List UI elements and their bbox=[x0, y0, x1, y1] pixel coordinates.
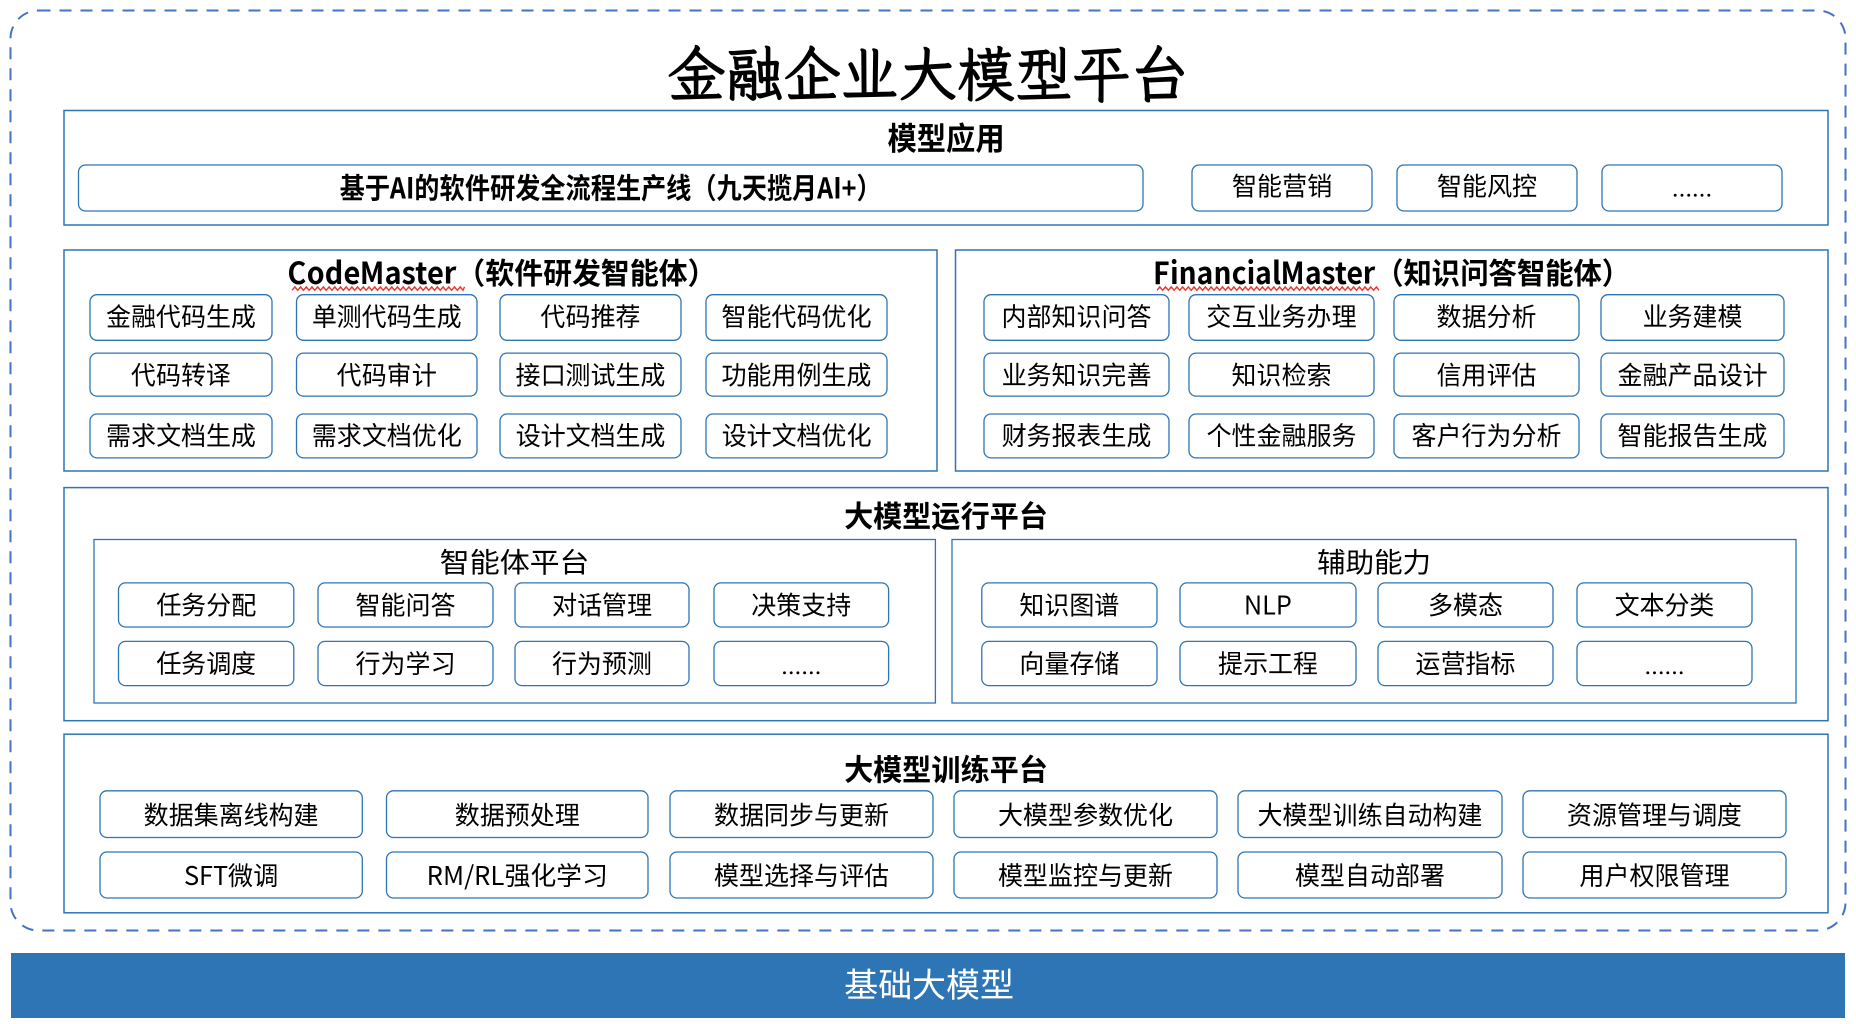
svg-text:金融产品设计: 金融产品设计 bbox=[1618, 356, 1768, 393]
svg-text:数据同步与更新: 数据同步与更新 bbox=[714, 795, 889, 832]
svg-text:文本分类: 文本分类 bbox=[1615, 586, 1715, 623]
svg-text:大模型训练平台: 大模型训练平台 bbox=[844, 746, 1048, 790]
svg-text:行为预测: 行为预测 bbox=[552, 644, 652, 681]
svg-text:金融代码生成: 金融代码生成 bbox=[106, 297, 256, 334]
svg-text:财务报表生成: 财务报表生成 bbox=[1002, 416, 1152, 453]
svg-text:SFT微调: SFT微调 bbox=[184, 856, 278, 893]
svg-text:智能代码优化: 智能代码优化 bbox=[722, 297, 872, 334]
svg-text:大模型运行平台: 大模型运行平台 bbox=[844, 492, 1048, 536]
svg-text:交互业务办理: 交互业务办理 bbox=[1207, 297, 1357, 334]
svg-text:智能风控: 智能风控 bbox=[1437, 166, 1537, 203]
svg-text:运营指标: 运营指标 bbox=[1416, 644, 1516, 681]
svg-text:信用评估: 信用评估 bbox=[1437, 356, 1537, 393]
svg-text:用户权限管理: 用户权限管理 bbox=[1580, 856, 1730, 893]
svg-text:大模型训练自动构建: 大模型训练自动构建 bbox=[1258, 795, 1483, 832]
svg-text:智能问答: 智能问答 bbox=[356, 586, 456, 623]
svg-text:模型监控与更新: 模型监控与更新 bbox=[998, 856, 1173, 893]
svg-text:NLP: NLP bbox=[1244, 586, 1292, 623]
svg-text:接口测试生成: 接口测试生成 bbox=[516, 356, 666, 393]
svg-text:基础大模型: 基础大模型 bbox=[844, 958, 1014, 1007]
svg-text:代码推荐: 代码推荐 bbox=[541, 297, 641, 334]
svg-text:代码审计: 代码审计 bbox=[337, 356, 437, 393]
svg-text:数据预处理: 数据预处理 bbox=[455, 795, 580, 832]
svg-text:知识图谱: 知识图谱 bbox=[1019, 586, 1119, 623]
svg-text:模型选择与评估: 模型选择与评估 bbox=[714, 856, 889, 893]
svg-text:大模型参数优化: 大模型参数优化 bbox=[998, 795, 1173, 832]
svg-text:客户行为分析: 客户行为分析 bbox=[1412, 416, 1562, 453]
svg-text:资源管理与调度: 资源管理与调度 bbox=[1567, 795, 1742, 832]
svg-text:FinancialMaster（知识问答智能体）: FinancialMaster（知识问答智能体） bbox=[1153, 249, 1630, 293]
svg-text:单测代码生成: 单测代码生成 bbox=[312, 297, 462, 334]
svg-text:辅助能力: 辅助能力 bbox=[1317, 542, 1431, 582]
svg-text:个性金融服务: 个性金融服务 bbox=[1207, 416, 1357, 453]
svg-text:金融企业大模型平台: 金融企业大模型平台 bbox=[668, 34, 1189, 114]
svg-text:业务建模: 业务建模 bbox=[1643, 297, 1743, 334]
svg-text:任务分配: 任务分配 bbox=[156, 586, 256, 623]
svg-text:内部知识问答: 内部知识问答 bbox=[1002, 297, 1152, 334]
svg-text:代码转译: 代码转译 bbox=[131, 356, 231, 393]
svg-text:对话管理: 对话管理 bbox=[552, 586, 652, 623]
svg-text:模型自动部署: 模型自动部署 bbox=[1295, 856, 1445, 893]
svg-text:设计文档生成: 设计文档生成 bbox=[516, 416, 666, 453]
svg-text:多模态: 多模态 bbox=[1428, 586, 1503, 623]
svg-text:数据集离线构建: 数据集离线构建 bbox=[144, 795, 319, 832]
svg-text:任务调度: 任务调度 bbox=[156, 644, 256, 681]
svg-text:决策支持: 决策支持 bbox=[751, 586, 851, 623]
svg-text:智能营销: 智能营销 bbox=[1232, 166, 1332, 203]
svg-text:基于AI的软件研发全流程生产线（九天揽月AI+）: 基于AI的软件研发全流程生产线（九天揽月AI+） bbox=[340, 166, 882, 208]
svg-text:模型应用: 模型应用 bbox=[888, 114, 1005, 160]
svg-text:RM/RL强化学习: RM/RL强化学习 bbox=[427, 856, 608, 893]
svg-text:提示工程: 提示工程 bbox=[1218, 644, 1318, 681]
svg-text:功能用例生成: 功能用例生成 bbox=[722, 356, 872, 393]
svg-text:需求文档生成: 需求文档生成 bbox=[106, 416, 256, 453]
svg-text:知识检索: 知识检索 bbox=[1232, 356, 1332, 393]
svg-text:向量存储: 向量存储 bbox=[1019, 644, 1119, 681]
svg-text:设计文档优化: 设计文档优化 bbox=[722, 416, 872, 453]
svg-text:CodeMaster（软件研发智能体）: CodeMaster（软件研发智能体） bbox=[288, 249, 717, 293]
svg-text:智能体平台: 智能体平台 bbox=[440, 542, 590, 582]
svg-text:行为学习: 行为学习 bbox=[356, 644, 456, 681]
svg-text:业务知识完善: 业务知识完善 bbox=[1002, 356, 1152, 393]
svg-text:智能报告生成: 智能报告生成 bbox=[1618, 416, 1768, 453]
svg-text:需求文档优化: 需求文档优化 bbox=[312, 416, 462, 453]
svg-text:数据分析: 数据分析 bbox=[1437, 297, 1537, 334]
